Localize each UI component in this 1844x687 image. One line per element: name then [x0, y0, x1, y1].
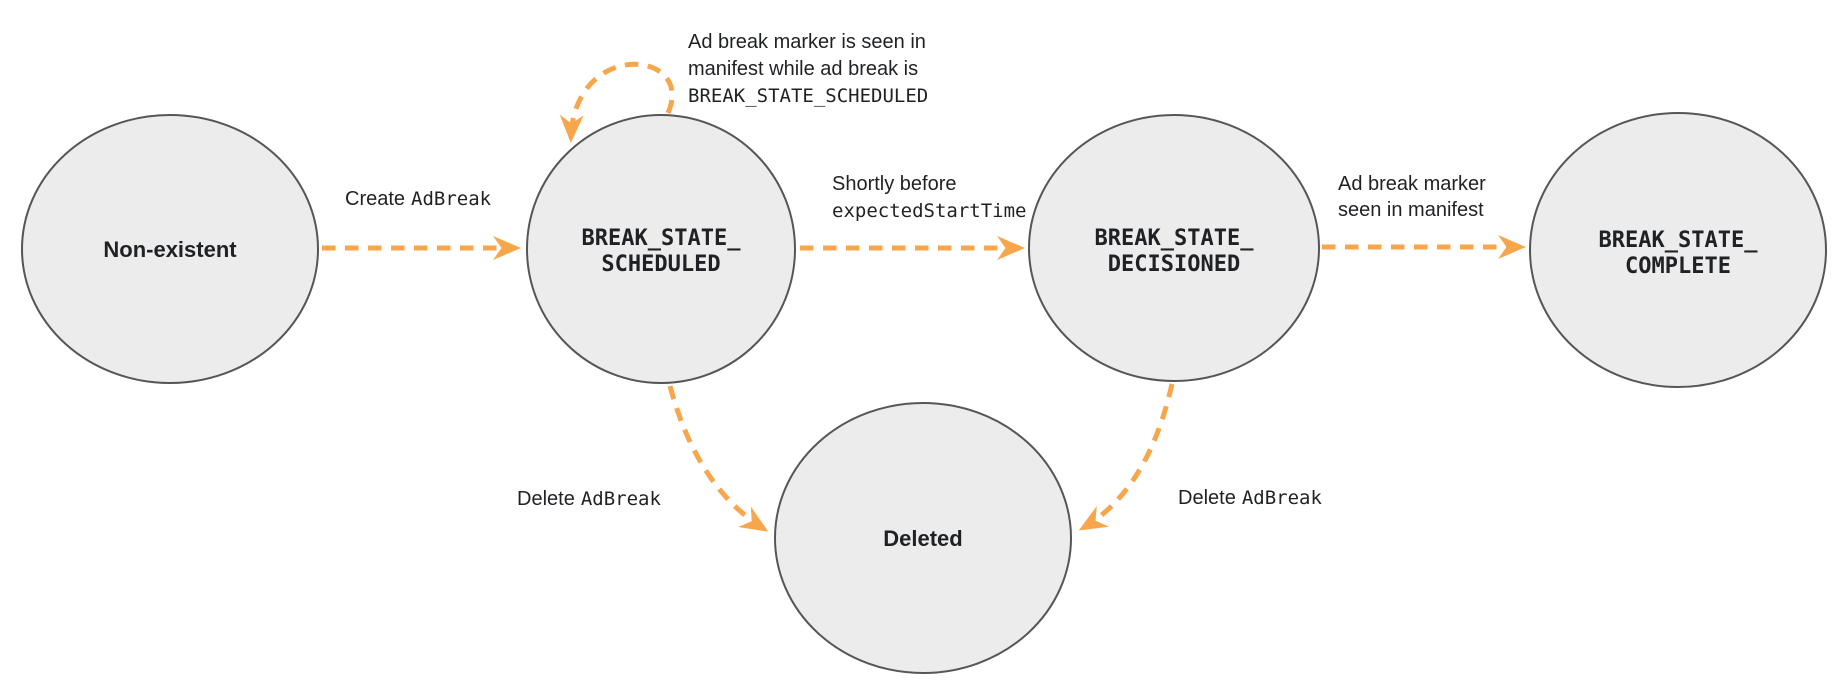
label-delete-left-text: Delete: [517, 488, 575, 510]
label-delete-adbreak-left: Delete AdBreak: [517, 488, 661, 510]
node-break-state-decisioned: [1028, 114, 1320, 382]
label-create-text: Create: [345, 188, 405, 210]
label-expected-start-time: expectedStartTime: [832, 200, 1026, 222]
node-break-state-scheduled: [526, 114, 796, 384]
label-create-code: AdBreak: [411, 188, 492, 210]
label-complete-line1: BREAK_STATE_: [1599, 228, 1759, 253]
label-delete-right-text: Delete: [1178, 487, 1236, 509]
label-marker-seen-line2: seen in manifest: [1338, 199, 1484, 221]
label-scheduled-line2: SCHEDULED: [601, 252, 720, 277]
label-delete-left-code: AdBreak: [581, 488, 662, 510]
label-scheduled-line1: BREAK_STATE_: [582, 226, 742, 251]
label-shortly-before: Shortly before: [832, 173, 957, 195]
label-decisioned-line2: DECISIONED: [1108, 252, 1240, 277]
node-break-state-complete: [1529, 112, 1827, 388]
label-decisioned-line1: BREAK_STATE_: [1095, 226, 1255, 251]
label-create-adbreak: Create AdBreak: [345, 188, 492, 210]
label-self-loop-line1: Ad break marker is seen in: [688, 31, 926, 53]
label-deleted: Deleted: [883, 526, 962, 551]
node-deleted: [774, 402, 1072, 674]
label-marker-seen-line1: Ad break marker: [1338, 173, 1486, 195]
label-non-existent: Non-existent: [103, 237, 237, 262]
label-self-loop-line2: manifest while ad break is: [688, 58, 918, 80]
edge-delete-from-decisioned: [1078, 383, 1175, 531]
node-non-existent: [21, 114, 319, 384]
edge-self-loop-scheduled: [559, 61, 675, 143]
label-self-loop-line3: BREAK_STATE_SCHEDULED: [688, 85, 928, 107]
label-delete-right-code: AdBreak: [1242, 487, 1323, 509]
label-complete-line2: COMPLETE: [1625, 254, 1731, 279]
label-delete-adbreak-right: Delete AdBreak: [1178, 487, 1322, 509]
edge-delete-from-scheduled: [667, 385, 769, 532]
